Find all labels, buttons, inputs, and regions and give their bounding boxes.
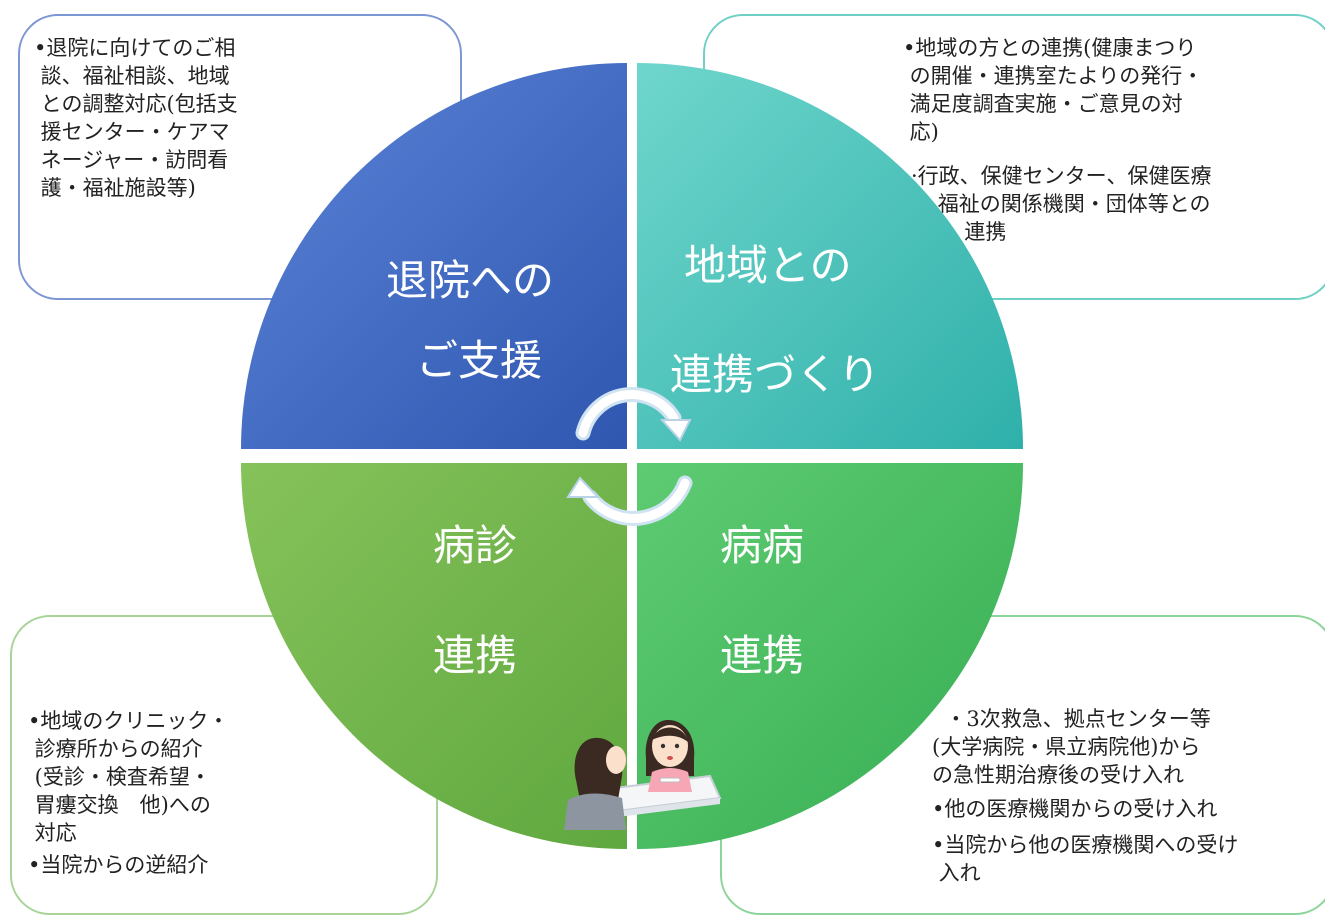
cycle-arrow-bottom-icon xyxy=(566,475,693,526)
hospital-hospital-item-2: •他の医療機関からの受け入れ xyxy=(932,797,1218,821)
quadrant-label-hospital-clinic-line2: 連携 xyxy=(433,631,518,680)
collaboration-cycle-diagram xyxy=(241,63,1023,849)
consultation-illustration xyxy=(564,720,722,830)
discharge-support-item: •退院に向けてのご相 談、福祉相談、地域 との調整対応(包括支 援センター・ケア… xyxy=(34,36,238,200)
hospital-hospital-item-3: •当院から他の医療機関への受け 入れ xyxy=(932,833,1239,885)
quadrant-label-community-collaboration-line2: 連携づくり xyxy=(670,350,881,399)
hospital-clinic-item-1: •地域のクリニック・ 診療所からの紹介 (受診・検査希望・ 胃瘻交換 他)への … xyxy=(28,709,229,845)
quadrant-top-right xyxy=(637,63,1023,449)
quadrant-label-community-collaboration-line1: 地域との xyxy=(684,241,852,290)
quadrant-label-discharge-support-line1: 退院への xyxy=(386,256,555,305)
quadrant-label-discharge-support-line2: ご支援 xyxy=(416,336,543,385)
community-collaboration-item-2: ·行政、保健センター、保健医療 福祉の関係機関・団体等との 連携 xyxy=(911,164,1212,244)
hospital-hospital-item-1: ・3次救急、拠点センター等 (大学病院・県立病院他)から の急性期治療後の受け入… xyxy=(932,707,1211,787)
quadrant-top-left xyxy=(241,63,627,449)
quadrant-label-hospital-hospital-line2: 連携 xyxy=(720,631,805,680)
quadrant-bottom-left xyxy=(241,463,627,849)
quadrant-label-hospital-clinic-line1: 病診 xyxy=(433,521,518,570)
hospital-clinic-item-2: •当院からの逆紹介 xyxy=(28,853,209,877)
cycle-arrow-top-icon xyxy=(575,387,692,442)
community-collaboration-item-1: •地域の方との連携(健康まつり の開催・連携室たよりの発行・ 満足度調査実施・ご… xyxy=(903,36,1204,144)
quadrant-label-hospital-hospital-line1: 病病 xyxy=(720,521,805,570)
quadrant-bottom-right xyxy=(637,463,1023,849)
